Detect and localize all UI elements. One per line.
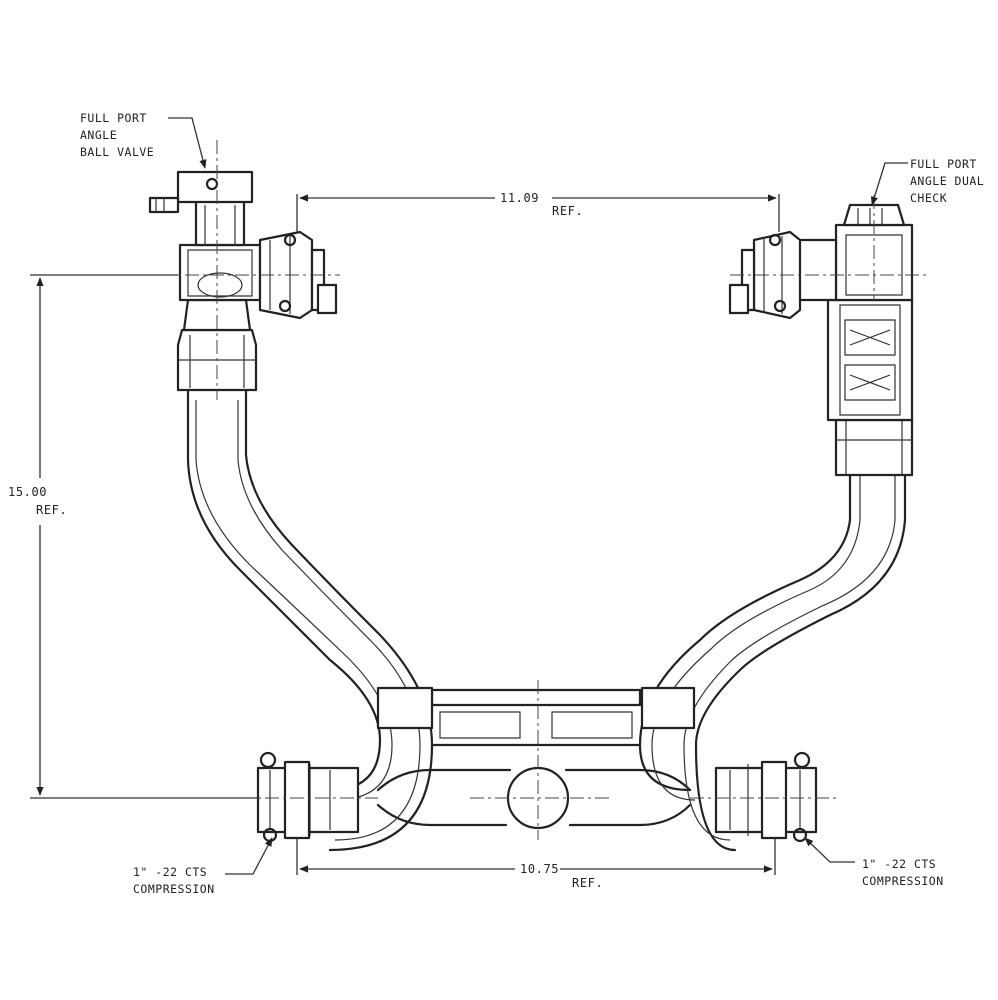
dimension-top-note: REF.	[552, 204, 583, 218]
compression-left-line-2: COMPRESSION	[133, 882, 215, 896]
ball-valve-line-3: BALL VALVE	[80, 145, 154, 159]
compression-right-line-1: 1" -22 CTS	[862, 857, 936, 871]
bottom-manifold	[376, 688, 692, 830]
dual-check-line-1: FULL PORT	[910, 157, 977, 171]
dual-check-line-2: ANGLE DUAL	[910, 174, 984, 188]
compression-left-line-1: 1" -22 CTS	[133, 865, 207, 879]
dimension-top-label: 11.09 REF.	[500, 191, 583, 218]
dimension-bottom-label: 10.75 REF.	[520, 862, 603, 890]
dimension-bottom-note: REF.	[572, 876, 603, 890]
dimension-top-value: 11.09	[500, 191, 539, 205]
label-compression-left: 1" -22 CTS COMPRESSION	[133, 865, 215, 896]
dimension-left-note: REF.	[36, 503, 67, 517]
dual-check-line-3: CHECK	[910, 191, 947, 205]
dimension-bottom-value: 10.75	[520, 862, 559, 876]
label-compression-right: 1" -22 CTS COMPRESSION	[862, 857, 944, 888]
ball-valve-line-1: FULL PORT	[80, 111, 147, 125]
compression-right-line-2: COMPRESSION	[862, 874, 944, 888]
label-dual-check: FULL PORT ANGLE DUAL CHECK	[910, 157, 984, 205]
label-ball-valve: FULL PORT ANGLE BALL VALVE	[80, 111, 154, 159]
center-lines	[160, 140, 930, 840]
dimension-lines	[30, 194, 780, 875]
dimension-left-label: 15.00 REF.	[8, 485, 67, 517]
right-outlet-assembly	[638, 203, 914, 852]
left-inlet-assembly	[148, 170, 434, 852]
dimension-left-value: 15.00	[8, 485, 47, 499]
leader-lines	[168, 117, 908, 875]
ball-valve-line-2: ANGLE	[80, 128, 117, 142]
